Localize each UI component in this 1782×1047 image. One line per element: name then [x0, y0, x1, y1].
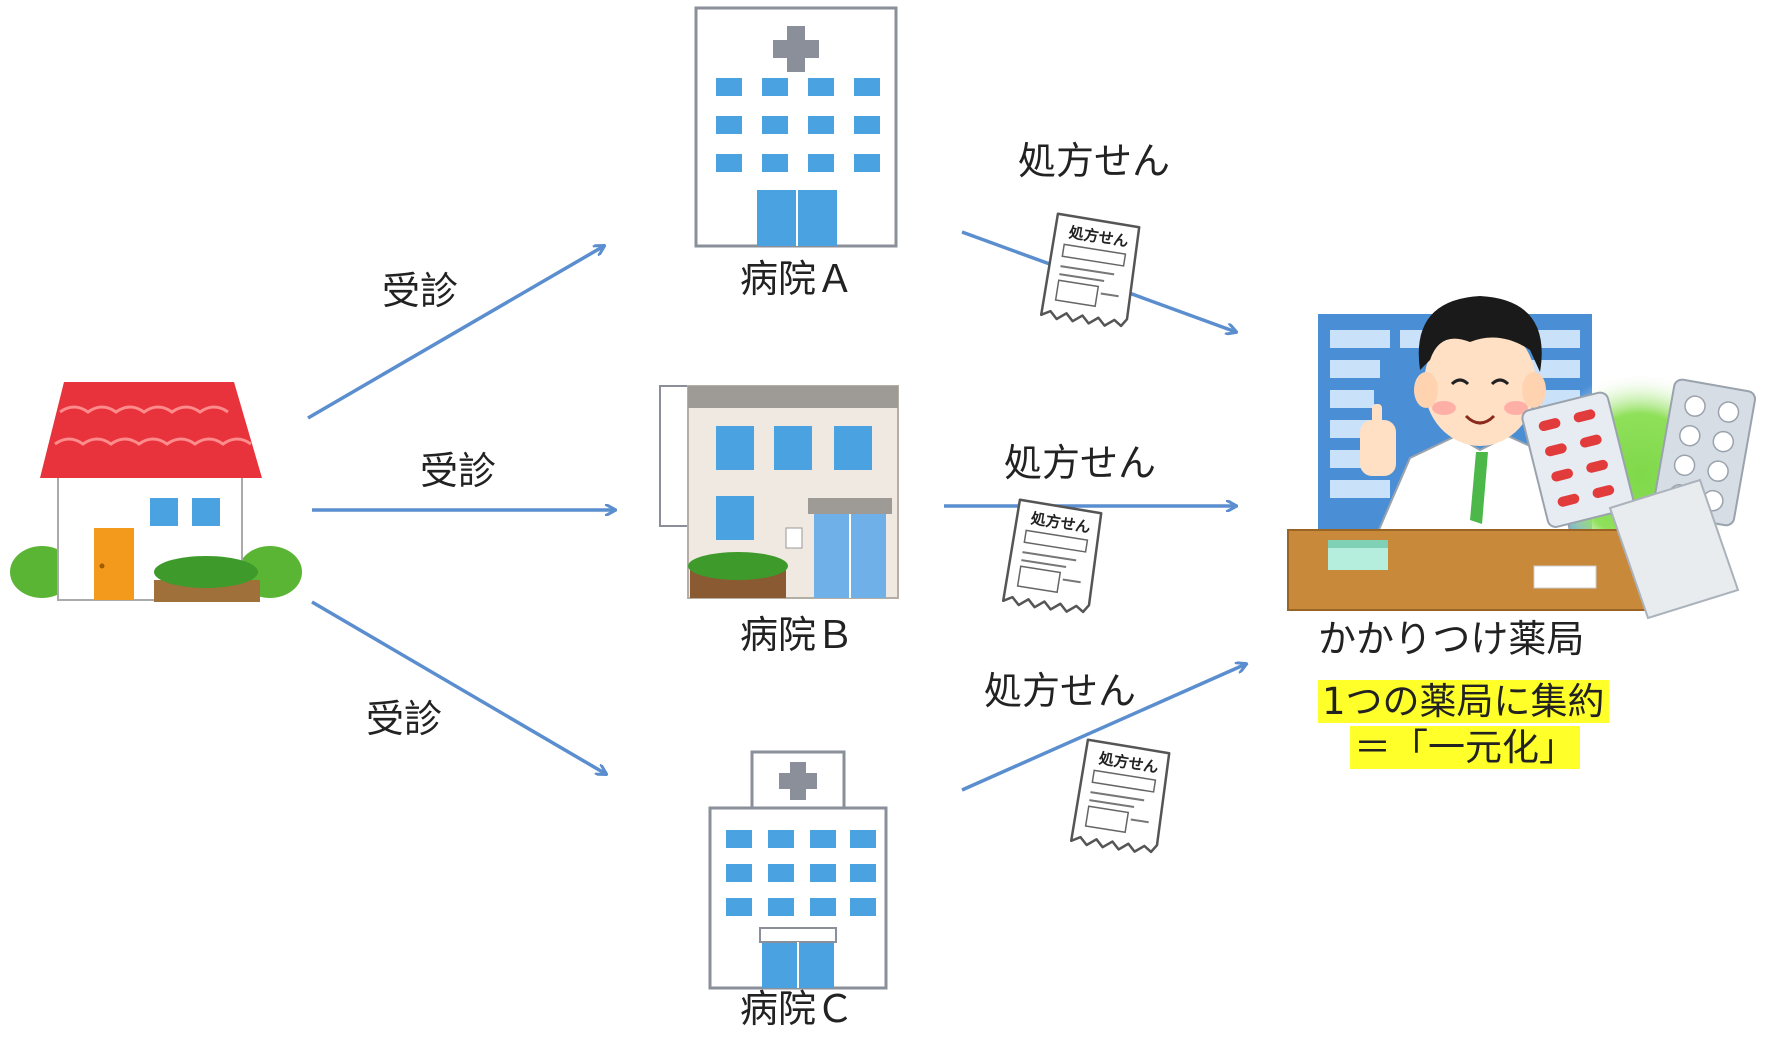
arrow-c-to-pharmacy — [961, 664, 1246, 792]
hospital-c-icon — [708, 750, 888, 990]
visit-label-b: 受診 — [420, 449, 497, 493]
hospital-b-label: 病院Ｂ — [740, 613, 855, 657]
house-icon — [10, 382, 302, 602]
visit-label-a: 受診 — [382, 269, 459, 313]
visit-arrows — [307, 246, 615, 774]
summary-line-1: 1つの薬局に集約 — [1318, 680, 1609, 723]
hospital-b-icon — [659, 385, 899, 599]
summary-line-2: ＝「一元化」 — [1350, 726, 1580, 769]
visit-label-c: 受診 — [366, 697, 443, 741]
hospital-a-label: 病院Ａ — [740, 257, 855, 301]
prescription-label-a: 処方せん — [1018, 139, 1171, 183]
prescription-label-b: 処方せん — [1004, 441, 1157, 485]
hospital-a-icon — [694, 6, 898, 248]
hospital-c-label: 病院Ｃ — [740, 987, 855, 1031]
pharmacist-icon — [1287, 296, 1757, 620]
arrow-to-hospital-c — [311, 600, 606, 774]
pharmacy-label: かかりつけ薬局 — [1318, 617, 1585, 661]
prescription-label-c: 処方せん — [984, 669, 1137, 713]
arrow-to-hospital-a — [307, 246, 604, 420]
